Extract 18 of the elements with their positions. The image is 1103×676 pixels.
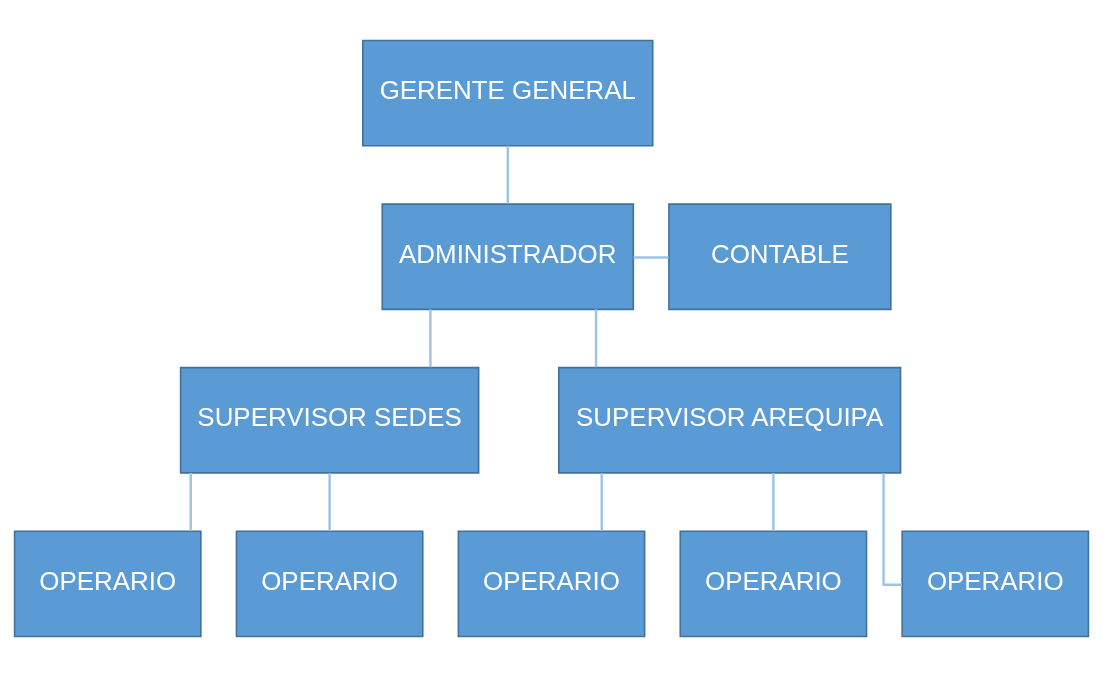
- connector: [189, 472, 192, 531]
- node-box: SUPERVISOR AREQUIPA: [558, 366, 902, 474]
- connector: [429, 308, 432, 367]
- connector: [600, 472, 603, 531]
- node-box: OPERARIO: [679, 529, 868, 637]
- node-box: OPERARIO: [457, 529, 646, 637]
- connector: [594, 308, 598, 367]
- connector: [633, 255, 669, 259]
- node-box: GERENTE GENERAL: [362, 39, 654, 147]
- connector: [328, 472, 331, 531]
- node-box: CONTABLE: [668, 202, 892, 310]
- node-box: OPERARIO: [235, 529, 424, 637]
- connector: [772, 472, 775, 531]
- node-box: OPERARIO: [13, 529, 202, 637]
- node-box: ADMINISTRADOR: [381, 202, 635, 310]
- connector: [506, 145, 509, 204]
- node-box: SUPERVISOR SEDES: [179, 366, 480, 474]
- node-box: OPERARIO: [901, 529, 1090, 637]
